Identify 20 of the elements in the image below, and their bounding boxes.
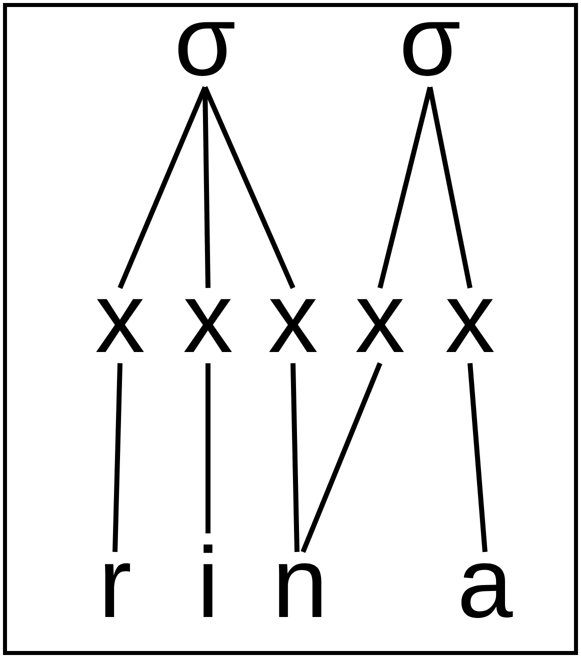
segment-letter: n [278, 563, 322, 617]
association-line [468, 363, 488, 552]
association-line [206, 363, 210, 534]
timing-slot: x [184, 299, 232, 352]
association-line [202, 87, 210, 288]
association-line [428, 86, 472, 288]
association-line [202, 86, 296, 289]
segment-letter: i [204, 544, 212, 617]
timing-slot: x [446, 299, 494, 352]
syllable-symbol: σ [403, 22, 460, 76]
segment-letter: r [104, 563, 130, 617]
timing-slot: x [96, 299, 144, 352]
timing-slot: x [269, 299, 317, 352]
association-line [300, 362, 382, 553]
association-line [378, 86, 432, 289]
association-line [112, 363, 122, 552]
association-line [290, 363, 300, 552]
timing-slot: x [356, 299, 404, 352]
segment-letter: a [461, 563, 513, 618]
syllable-symbol: σ [178, 22, 234, 76]
